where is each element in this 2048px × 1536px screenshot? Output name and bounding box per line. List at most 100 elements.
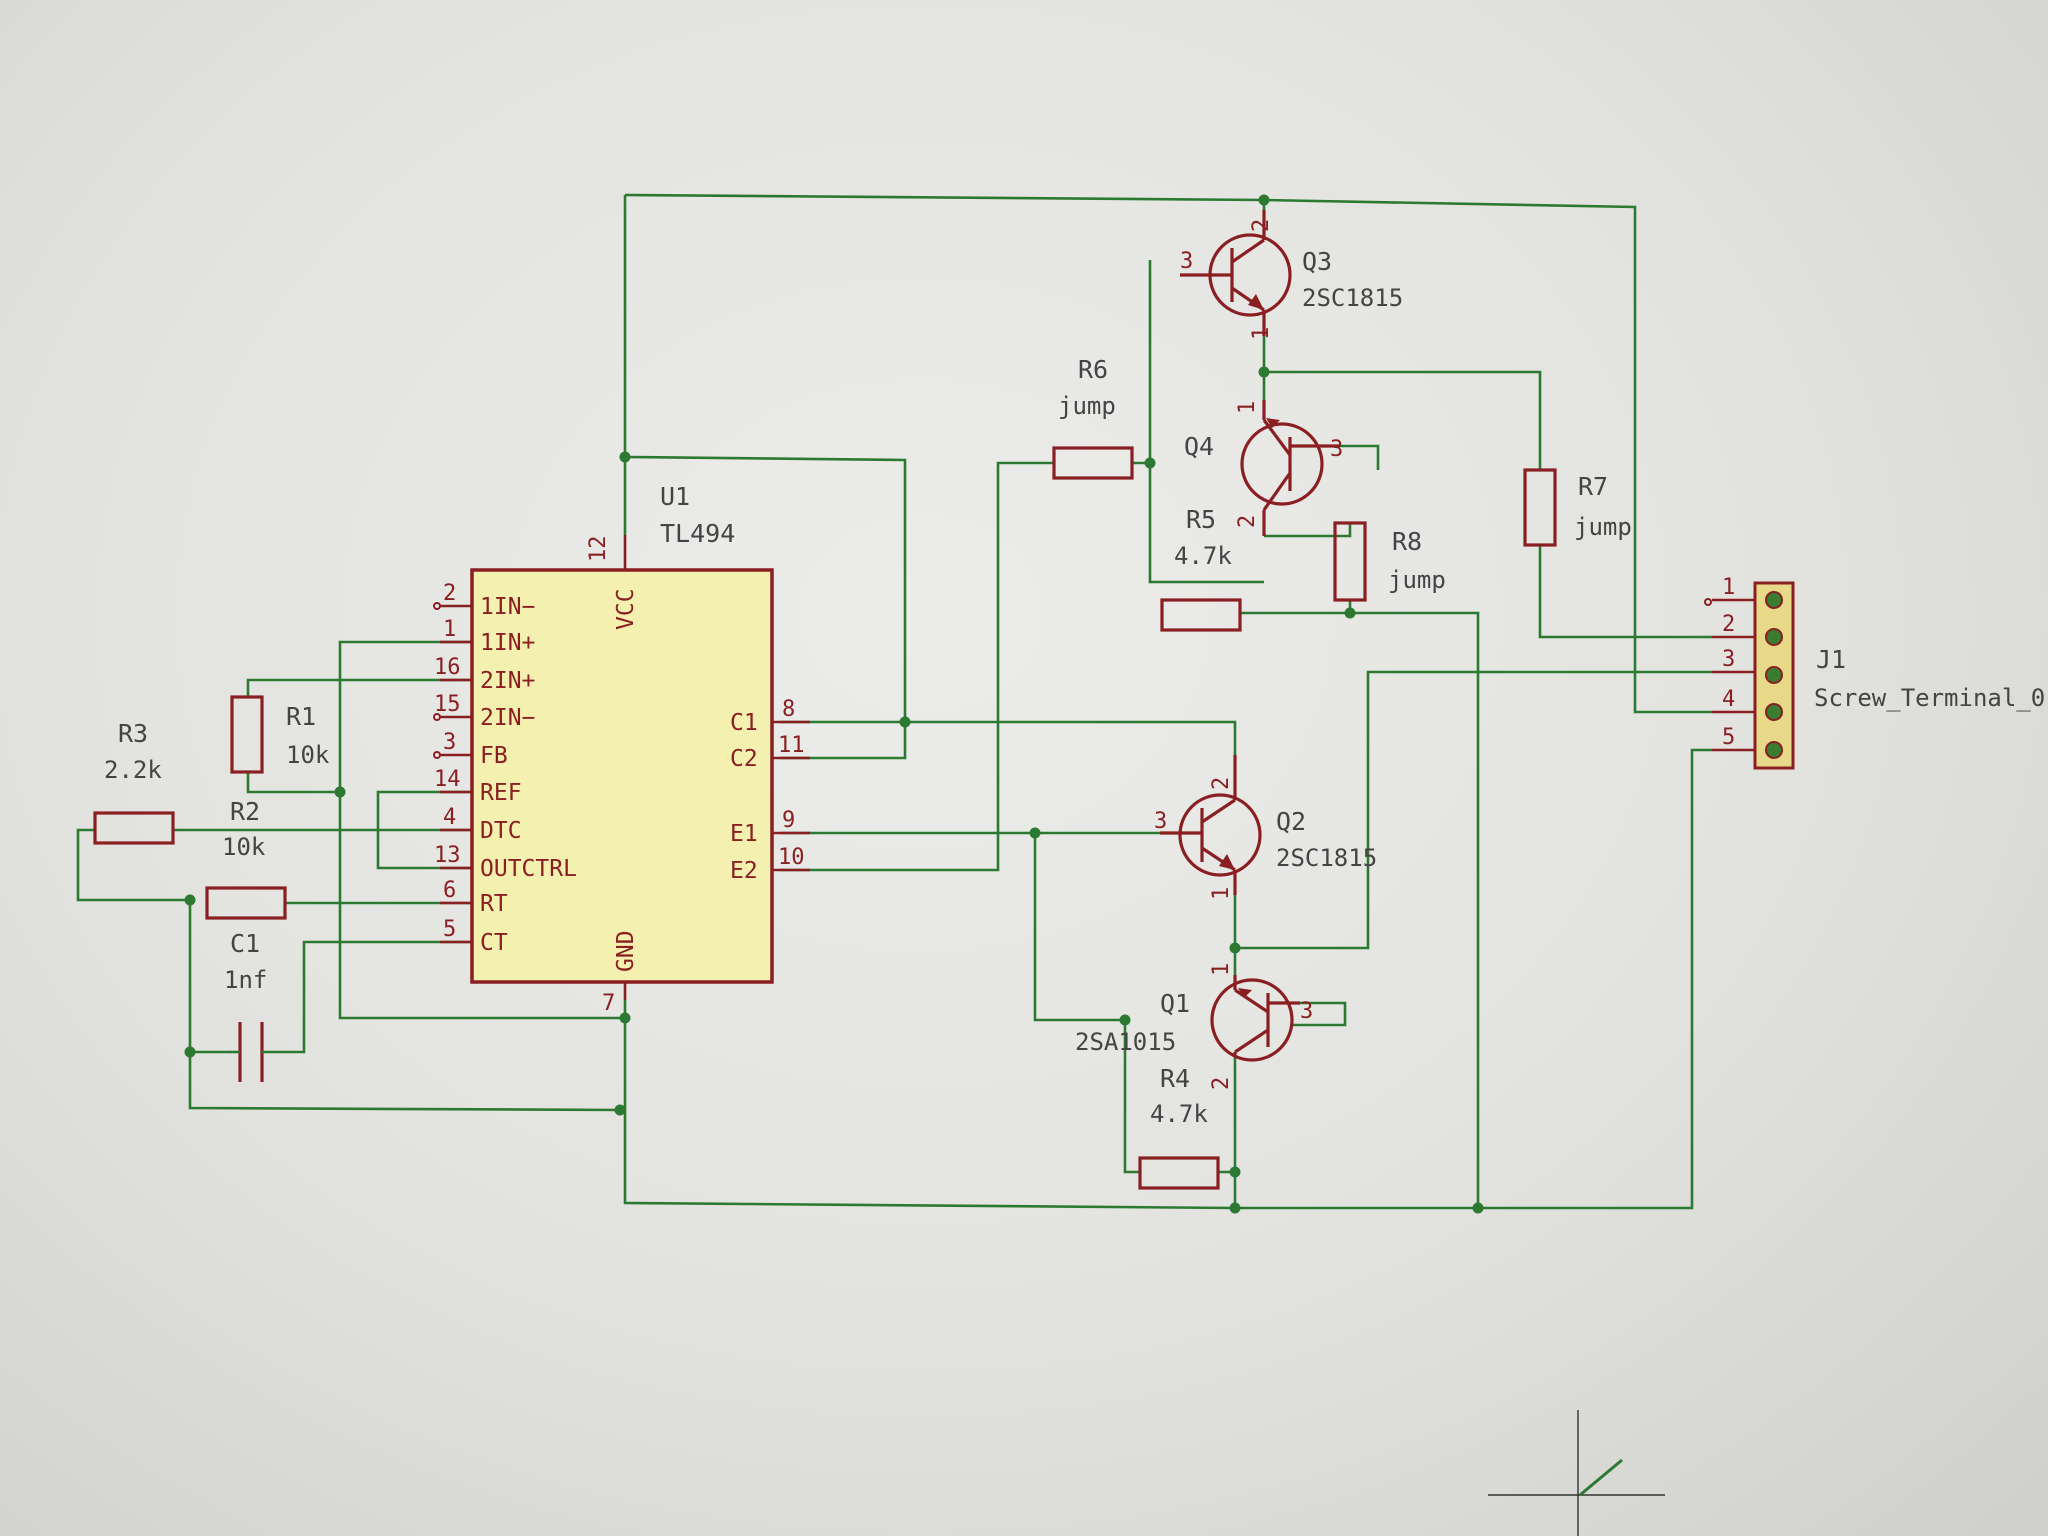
r6-value: jump — [1058, 392, 1116, 420]
r3-value: 2.2k — [104, 756, 162, 784]
j1-ref: J1 — [1816, 645, 1846, 674]
r1-value: 10k — [286, 741, 330, 769]
pin-num: 5 — [443, 917, 456, 942]
pin-name: RT — [480, 891, 508, 917]
q1-pin-3: 3 — [1300, 999, 1313, 1024]
j1-pin-num: 4 — [1722, 687, 1735, 712]
pin-num: 2 — [443, 581, 456, 606]
r8-value: jump — [1388, 566, 1446, 594]
q3-value: 2SC1815 — [1302, 284, 1403, 312]
pin-name: CT — [480, 930, 508, 956]
pin-name: OUTCTRL — [480, 856, 577, 882]
pin-name: C2 — [730, 746, 758, 772]
q2-pin-emitter: 1 — [1209, 887, 1234, 900]
transistor-q1[interactable]: 1 2 3 Q1 2SA1015 — [1075, 963, 1313, 1090]
u1-ref: U1 — [660, 482, 690, 511]
capacitor-c1[interactable]: C1 1nf — [224, 929, 285, 1082]
pin-name: C1 — [730, 710, 758, 736]
r6-ref: R6 — [1078, 355, 1108, 384]
resistor-r6[interactable]: R6 jump — [1052, 355, 1134, 480]
c1-ref: C1 — [230, 929, 260, 958]
u1-value: TL494 — [660, 519, 735, 548]
resistor-r7[interactable]: R7 jump — [1523, 468, 1632, 547]
r7-value: jump — [1574, 513, 1632, 541]
q1-pin-1: 1 — [1209, 963, 1234, 976]
resistor-r1[interactable]: R1 10k — [230, 695, 330, 774]
transistor-q4[interactable]: 1 2 3 Q4 — [1184, 400, 1343, 536]
pin-num: 13 — [434, 843, 461, 868]
j1-pin-num: 5 — [1722, 725, 1735, 750]
resistor-r5[interactable]: R5 4.7k — [1160, 505, 1242, 632]
r3-ref: R3 — [118, 719, 148, 748]
q2-value: 2SC1815 — [1276, 844, 1377, 872]
q2-ref: Q2 — [1276, 807, 1306, 836]
r5-value: 4.7k — [1174, 542, 1232, 570]
crosshair-cursor — [1488, 1410, 1665, 1536]
q3-ref: Q3 — [1302, 247, 1332, 276]
pin-num: 11 — [778, 733, 805, 758]
pin-num: 14 — [434, 767, 461, 792]
u1-gnd-name: GND — [613, 930, 639, 972]
transistor-q3[interactable]: 3 2 1 Q3 2SC1815 — [1180, 210, 1403, 340]
q4-pin-3: 3 — [1330, 437, 1343, 462]
pin-num: 16 — [434, 655, 461, 680]
r7-ref: R7 — [1578, 472, 1608, 501]
u1-tl494[interactable]: U1 TL494 2 1 16 15 3 14 4 13 6 5 — [433, 482, 810, 1016]
pin-num: 9 — [782, 808, 795, 833]
j1-screws — [1765, 591, 1783, 759]
u1-gnd-num: 7 — [602, 991, 615, 1016]
pin-name: 2IN− — [480, 705, 535, 731]
r5-ref: R5 — [1186, 505, 1216, 534]
u1-left-pins — [433, 602, 472, 944]
q3-pin-emitter: 1 — [1249, 327, 1274, 340]
q1-ref: Q1 — [1160, 989, 1190, 1018]
q4-pin-2: 2 — [1235, 515, 1260, 528]
connector-j1[interactable]: 1 2 3 4 5 J1 Screw_Terminal_0 — [1704, 575, 2045, 770]
wires — [76, 193, 1712, 1210]
u1-left-pin-names: 1IN− 1IN+ 2IN+ 2IN− FB REF DTC OUTCTRL R… — [480, 594, 577, 956]
c1-value: 1nf — [224, 966, 267, 994]
r2-value: 10k — [222, 833, 266, 861]
pin-num: 8 — [782, 697, 795, 722]
q4-ref: Q4 — [1184, 432, 1214, 461]
r4-ref: R4 — [1160, 1064, 1190, 1093]
pin-num: 4 — [443, 805, 456, 830]
junction-dots — [184, 194, 1484, 1214]
r2-ref: R2 — [230, 797, 260, 826]
pin-name: E2 — [730, 858, 758, 884]
resistor-r2-body[interactable] — [205, 886, 287, 920]
resistor-r4[interactable]: R4 4.7k — [1138, 1064, 1220, 1190]
pin-name: 2IN+ — [480, 668, 535, 694]
q2-pin-collector: 2 — [1209, 777, 1234, 790]
q2-pin-base: 3 — [1154, 809, 1167, 834]
resistor-r8[interactable]: R8 jump — [1333, 521, 1446, 602]
pin-num: 6 — [443, 878, 456, 903]
u1-left-pin-numbers: 2 1 16 15 3 14 4 13 6 5 — [434, 581, 461, 942]
u1-vcc-num: 12 — [586, 536, 611, 563]
pin-num: 1 — [443, 617, 456, 642]
pin-name: E1 — [730, 821, 758, 847]
pin-num: 3 — [443, 730, 456, 755]
q3-pin-base: 3 — [1180, 249, 1193, 274]
resistor-r3[interactable]: R3 2.2k — [93, 719, 175, 845]
q4-pin-1: 1 — [1235, 401, 1260, 414]
pin-name: 1IN− — [480, 594, 535, 620]
pin-name: REF — [480, 780, 522, 806]
pin-num: 15 — [434, 692, 461, 717]
q1-pin-2: 2 — [1209, 1077, 1234, 1090]
q3-pin-collector: 2 — [1249, 219, 1274, 232]
pin-name: 1IN+ — [480, 630, 535, 656]
pin-name: FB — [480, 743, 508, 769]
r4-value: 4.7k — [1150, 1100, 1208, 1128]
r1-ref: R1 — [286, 702, 316, 731]
pin-num: 10 — [778, 845, 805, 870]
r8-ref: R8 — [1392, 527, 1422, 556]
resistor-r2[interactable]: R2 10k — [222, 797, 266, 861]
j1-pin-num: 2 — [1722, 612, 1735, 637]
u1-vcc-name: VCC — [613, 588, 639, 630]
transistor-q2[interactable]: 3 2 1 Q2 2SC1815 — [1154, 755, 1377, 900]
pin-name: DTC — [480, 818, 522, 844]
j1-pin-num: 1 — [1722, 575, 1735, 600]
